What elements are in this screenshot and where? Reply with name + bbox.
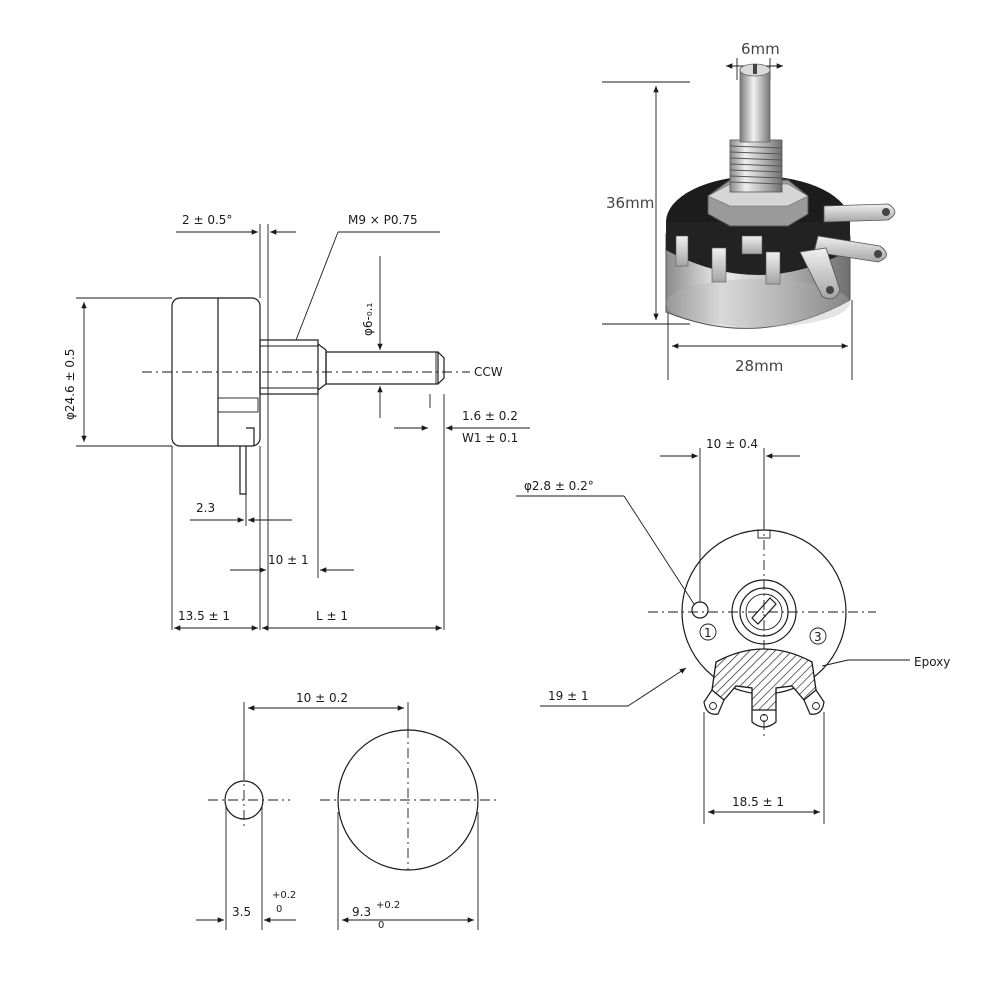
flat-width-label: 3.5 <box>232 905 251 919</box>
photo-height-label: 36mm <box>606 194 654 212</box>
front-view: 1 3 10 ± 0.4 φ2.8 ± 0.2° 19 ± 1 Epoxy <box>516 437 950 824</box>
knob-diameter-label: 10 ± 0.2 <box>296 691 348 705</box>
shaft-flat-tol-lower: 0 <box>378 920 384 931</box>
nut-gap-label: 2 ± 0.5° <box>182 213 232 227</box>
flat-tol-lower: 0 <box>276 904 282 915</box>
bushing-length-label: 10 ± 1 <box>268 553 309 567</box>
terminal-offset-label: 2.3 <box>196 501 215 515</box>
terminal-1-label: 1 <box>704 626 712 640</box>
terminal-span-label: 18.5 ± 1 <box>732 795 784 809</box>
photo-shaft-width-label: 6mm <box>741 40 780 58</box>
coating-label: Epoxy <box>914 655 950 669</box>
photo-body-width-label: 28mm <box>735 357 783 375</box>
shaft-flat-main-label: 9.3 <box>352 905 371 919</box>
slot-depth-label: 1.6 ± 0.2 <box>462 409 518 423</box>
terminal-3-label: 3 <box>814 630 822 644</box>
slot-width-label: W1 ± 0.1 <box>462 431 518 445</box>
product-photo: 6mm 36mm 28mm <box>602 40 896 380</box>
body-depth-label: 13.5 ± 1 <box>178 609 230 623</box>
pin-spacing-label: 10 ± 0.4 <box>706 437 758 451</box>
side-view: CCW φ24.6 ± 0.5 2 ± 0.5° M9 × P0.75 φ6-₀… <box>63 213 530 631</box>
pin-hole-label: φ2.8 ± 0.2° <box>524 479 594 493</box>
body-circle-label: 19 ± 1 <box>548 689 589 703</box>
rotation-label: CCW <box>474 365 503 379</box>
shaft-diameter-label: φ6-₀.₁ <box>361 302 375 336</box>
thread-label: M9 × P0.75 <box>348 213 418 227</box>
body-diameter-label: φ24.6 ± 0.5 <box>63 349 77 420</box>
shaft-length-label: L ± 1 <box>316 609 348 623</box>
flat-tol-upper: +0.2 <box>272 890 296 901</box>
shaft-section: 3.5 +0.2 0 10 ± 0.2 9.3 +0.2 0 <box>196 691 496 931</box>
shaft-flat-tol-upper: +0.2 <box>376 900 400 911</box>
